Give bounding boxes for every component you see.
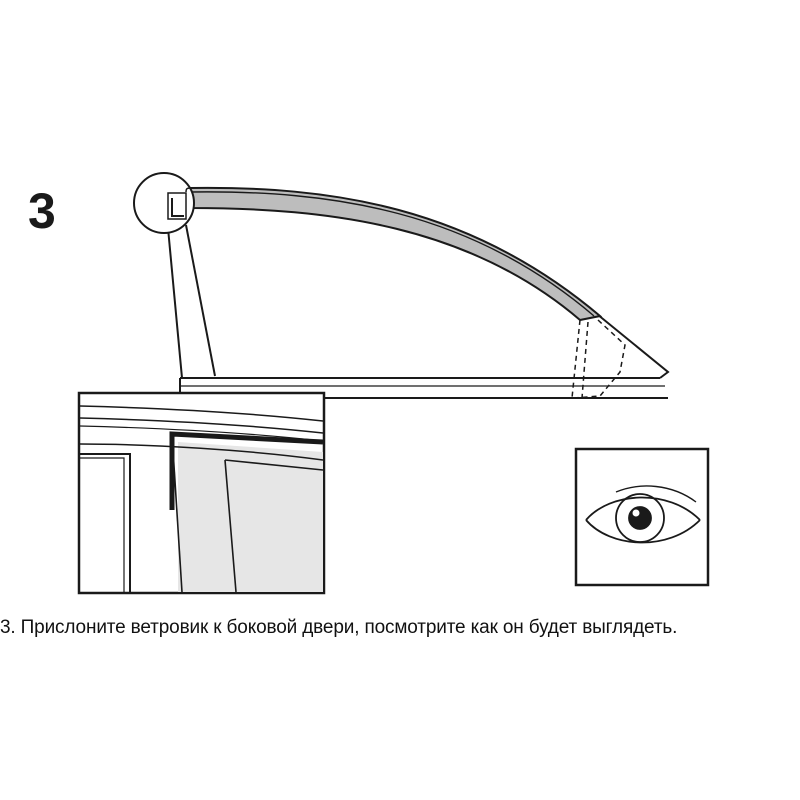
eye-icon: [585, 485, 701, 544]
eye-box: [574, 447, 710, 587]
deflector-mount-dashes: [571, 319, 626, 399]
deflector-top-edge: [189, 191, 595, 317]
zoom-detail-circle-icon: [133, 172, 195, 234]
step-caption: 3. Прислоните ветровик к боковой двери, …: [0, 617, 678, 638]
step-number: 3: [28, 183, 56, 239]
inset-glass-area: [178, 442, 323, 592]
wind-deflector: [189, 186, 603, 322]
closeup-inset: [77, 391, 326, 595]
window-front-edge: [591, 309, 670, 379]
door-pillar: [167, 224, 216, 379]
